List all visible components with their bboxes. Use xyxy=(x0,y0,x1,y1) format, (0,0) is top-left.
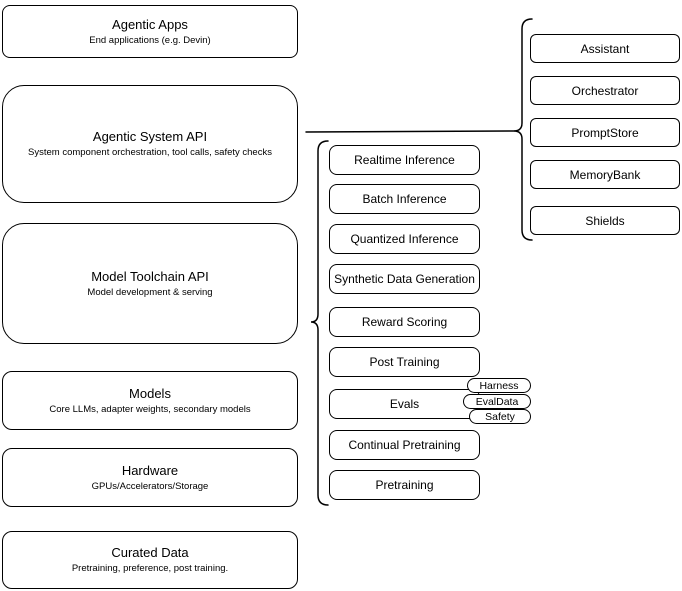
node-title: Agentic Apps xyxy=(112,16,188,32)
node-post-training: Post Training xyxy=(329,347,480,377)
node-subtitle: System component orchestration, tool cal… xyxy=(28,147,272,158)
node-reward-scoring: Reward Scoring xyxy=(329,307,480,337)
node-evals: Evals xyxy=(329,389,480,419)
node-orchestrator: Orchestrator xyxy=(530,76,680,105)
node-title: Curated Data xyxy=(111,545,189,560)
node-label: Reward Scoring xyxy=(361,315,448,329)
node-evals-harness: Harness xyxy=(467,378,531,393)
node-model-toolchain-api: Model Toolchain API Model development & … xyxy=(2,223,298,344)
node-subtitle: End applications (e.g. Devin) xyxy=(89,34,211,46)
node-agentic-system-api: Agentic System API System component orch… xyxy=(2,85,298,203)
node-hardware: Hardware GPUs/Accelerators/Storage xyxy=(2,448,298,507)
node-label: Continual Pretraining xyxy=(348,438,461,452)
node-label: MemoryBank xyxy=(569,167,641,182)
node-title: Agentic System API xyxy=(92,129,208,144)
node-title: Models xyxy=(129,385,171,401)
node-label: Assistant xyxy=(580,41,630,56)
node-subtitle: GPUs/Accelerators/Storage xyxy=(91,480,209,492)
node-label: Evals xyxy=(389,397,420,411)
node-batch-inference: Batch Inference xyxy=(329,184,480,214)
node-memorybank: MemoryBank xyxy=(530,160,680,189)
node-evals-evaldata: EvalData xyxy=(463,394,531,409)
node-promptstore: PromptStore xyxy=(530,118,680,147)
node-shields: Shields xyxy=(530,206,680,235)
node-title: Hardware xyxy=(121,462,179,478)
node-label: Safety xyxy=(485,410,515,423)
system-api-connector-line xyxy=(305,130,515,133)
node-label: Batch Inference xyxy=(362,192,447,206)
node-label: Orchestrator xyxy=(571,83,639,98)
node-curated-data: Curated Data Pretraining, preference, po… xyxy=(2,531,298,589)
node-label: Shields xyxy=(585,213,625,228)
node-synthetic-data-generation: Synthetic Data Generation xyxy=(329,264,480,294)
node-subtitle: Core LLMs, adapter weights, secondary mo… xyxy=(49,403,251,415)
node-pretraining: Pretraining xyxy=(329,470,480,500)
node-quantized-inference: Quantized Inference xyxy=(329,224,480,254)
node-subtitle: Pretraining, preference, post training. xyxy=(71,563,229,574)
node-label: Synthetic Data Generation xyxy=(334,272,475,286)
node-label: Post Training xyxy=(369,355,440,369)
node-label: Realtime Inference xyxy=(354,153,455,167)
node-agentic-apps: Agentic Apps End applications (e.g. Devi… xyxy=(2,5,298,58)
node-models: Models Core LLMs, adapter weights, secon… xyxy=(2,371,298,430)
node-label: PromptStore xyxy=(571,125,639,140)
node-label: Harness xyxy=(479,379,519,392)
toolchain-brace xyxy=(310,140,329,506)
node-label: EvalData xyxy=(475,395,519,408)
node-label: Pretraining xyxy=(375,478,434,492)
node-continual-pretraining: Continual Pretraining xyxy=(329,430,480,460)
node-subtitle: Model development & serving xyxy=(87,286,213,298)
node-label: Quantized Inference xyxy=(350,232,459,246)
node-assistant: Assistant xyxy=(530,34,680,63)
node-evals-safety: Safety xyxy=(469,409,531,424)
node-realtime-inference: Realtime Inference xyxy=(329,145,480,175)
node-title: Model Toolchain API xyxy=(91,268,209,284)
